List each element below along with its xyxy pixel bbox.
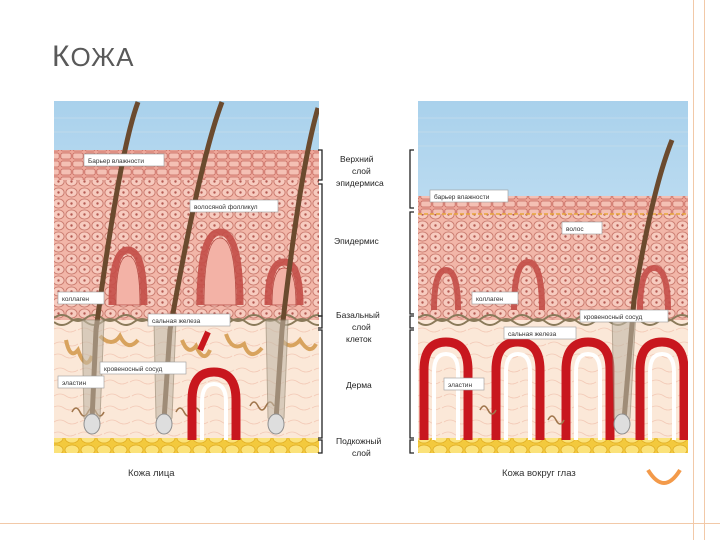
caption-eye-skin: Кожа вокруг глаз xyxy=(502,468,576,479)
label-collagen-face: коллаген xyxy=(62,296,89,303)
frame-line-bottom xyxy=(0,523,720,524)
label-epidermis: Эпидермис xyxy=(334,236,379,246)
callout-elastin-eye xyxy=(443,377,485,391)
label-subq-2: слой xyxy=(352,448,371,458)
label-blood-vessel-eye: кровеносный сосуд xyxy=(584,313,642,321)
callout-hair-follicle xyxy=(189,199,279,213)
label-upper-layer-2: слой xyxy=(352,166,371,176)
callout-collagen-eye xyxy=(471,291,519,305)
label-hair-eye: волос xyxy=(566,226,584,233)
label-sebaceous-face: сальная железа xyxy=(152,318,201,325)
eye-callouts: барьер влажности волос коллаген кровенос… xyxy=(429,189,669,391)
callout-sebaceous-face xyxy=(147,313,231,327)
label-upper-layer-1: Верхний xyxy=(340,154,374,164)
label-basal-2: слой xyxy=(352,322,371,332)
orange-decoration xyxy=(646,468,682,485)
label-basal-1: Базальный xyxy=(336,310,380,320)
callout-sebaceous-eye xyxy=(503,326,577,340)
layer-brackets xyxy=(318,149,414,454)
callout-blood-vessel-eye xyxy=(579,309,669,323)
label-moisture-barrier-eye: барьер влажности xyxy=(434,193,490,201)
eye-skin-illustration xyxy=(418,101,688,453)
label-collagen-eye: коллаген xyxy=(476,296,503,303)
label-basal-3: клеток xyxy=(346,334,372,344)
label-upper-layer-3: эпидермиса xyxy=(336,178,384,188)
frame-line-right-2 xyxy=(704,0,705,540)
callout-moisture-barrier-face xyxy=(83,153,165,167)
label-dermis: Дерма xyxy=(346,380,372,390)
label-elastin-eye: эластин xyxy=(448,382,472,389)
callout-hair-eye xyxy=(561,221,603,235)
label-hair-follicle: волосяной фолликул xyxy=(194,203,258,211)
callout-blood-vessel-face xyxy=(99,361,187,375)
callout-moisture-barrier-eye xyxy=(429,189,509,203)
callout-elastin-face xyxy=(57,375,105,389)
label-elastin-face: эластин xyxy=(62,380,86,387)
layer-labels: Верхний слой эпидермиса Эпидермис Базаль… xyxy=(334,154,384,458)
caption-face-skin: Кожа лица xyxy=(128,468,175,479)
label-moisture-barrier-face: Барьер влажности xyxy=(88,158,144,165)
callout-collagen-face xyxy=(57,291,105,305)
label-subq-1: Подкожный xyxy=(336,436,382,446)
frame-line-right-1 xyxy=(693,0,694,540)
label-blood-vessel-face: кровеносный сосуд xyxy=(104,365,162,373)
slide-title: КОЖА xyxy=(52,40,135,73)
label-sebaceous-eye: сальная железа xyxy=(508,331,557,338)
face-callouts: Барьер влажности волосяной фолликул колл… xyxy=(57,153,279,389)
